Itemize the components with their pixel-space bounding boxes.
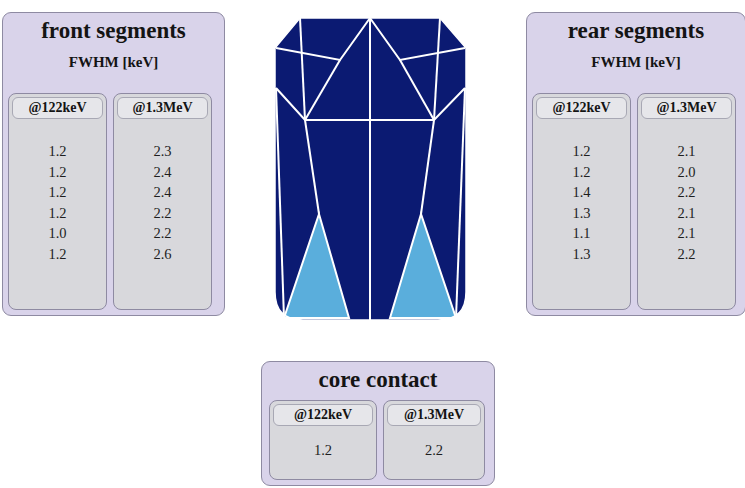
- segment-lines: [276, 18, 465, 320]
- fwhm-column: @122keV 1.2 1.2 1.2 1.2 1.0 1.2: [8, 93, 107, 310]
- fwhm-values: 1.2: [303, 440, 343, 461]
- energy-header: @1.3MeV: [117, 97, 208, 119]
- rear-segment-right: [390, 214, 456, 318]
- fwhm-column: @1.3MeV 2.1 2.0 2.2 2.1 2.1 2.2: [637, 93, 736, 310]
- energy-header: @1.3MeV: [641, 97, 732, 119]
- panel-title: rear segments: [527, 17, 745, 45]
- detector-outline: [275, 18, 466, 320]
- fwhm-column: @1.3MeV 2.2: [383, 400, 485, 480]
- fwhm-values: 1.2 1.2 1.2 1.2 1.0 1.2: [43, 141, 73, 264]
- segment-panel: rear segmentsFWHM [keV] @122keV 1.2 1.2 1.…: [526, 12, 745, 316]
- fwhm-column: @1.3MeV 2.3 2.4 2.4 2.2 2.2 2.6: [113, 93, 212, 310]
- fwhm-values: 2.2: [414, 440, 454, 461]
- rear-segment-left: [284, 214, 349, 318]
- fwhm-values: 2.3 2.4 2.4 2.2 2.2 2.6: [148, 141, 178, 264]
- fwhm-column: @122keV 1.2: [269, 400, 377, 480]
- energy-header: @122keV: [12, 97, 103, 119]
- fwhm-column: @122keV 1.2 1.2 1.4 1.3 1.1 1.3: [532, 93, 631, 310]
- segment-panel: front segmentsFWHM [keV] @122keV 1.2 1.2 1…: [2, 12, 225, 316]
- unit-label: FWHM [keV]: [527, 53, 745, 71]
- detector-body: [275, 18, 466, 320]
- fwhm-values: 1.2 1.2 1.4 1.3 1.1 1.3: [567, 141, 597, 264]
- panel-title: core contact: [262, 366, 494, 394]
- core-panel: core contact @122keV 1.2 @1.3MeV 2.2: [261, 361, 495, 486]
- unit-label: FWHM [keV]: [3, 53, 224, 71]
- energy-header: @122keV: [273, 404, 373, 426]
- panel-title: front segments: [3, 17, 224, 45]
- energy-header: @122keV: [536, 97, 627, 119]
- energy-header: @1.3MeV: [387, 404, 481, 426]
- fwhm-values: 2.1 2.0 2.2 2.1 2.1 2.2: [672, 141, 702, 264]
